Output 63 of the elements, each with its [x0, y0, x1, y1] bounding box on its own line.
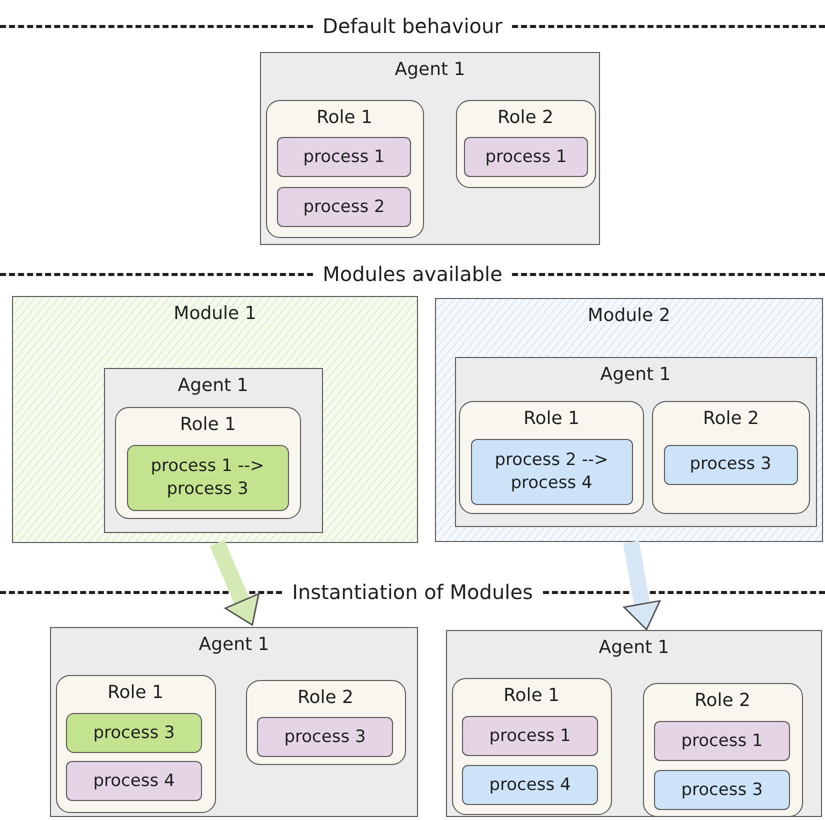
role-box — [56, 674, 216, 812]
role-box — [266, 100, 424, 238]
box-heading: Role 2 — [702, 408, 760, 429]
process-box — [66, 713, 202, 753]
process-label: process 3 — [283, 726, 367, 748]
section-heading: Modules available — [322, 262, 502, 286]
box-heading: Agent 1 — [176, 374, 250, 396]
process-box — [462, 765, 598, 805]
box-heading: Role 1 — [179, 414, 237, 435]
process-box — [257, 717, 393, 757]
role-box — [652, 401, 810, 514]
process-label: process 3 — [688, 453, 772, 476]
box-heading: Role 1 — [502, 684, 560, 706]
process-box — [464, 137, 588, 177]
agent-box — [446, 630, 822, 817]
box-heading: Role 2 — [296, 686, 354, 708]
box-heading: Module 1 — [172, 303, 258, 324]
agent-box — [260, 52, 600, 245]
process-label: process 1 — [680, 730, 764, 752]
process-label: process 3 — [92, 722, 176, 744]
process-box — [462, 716, 598, 756]
agent-box — [104, 368, 322, 532]
box-heading: Agent 1 — [599, 364, 672, 384]
process-box — [277, 187, 411, 227]
process-label: process 2 — [302, 196, 386, 218]
agent-box — [454, 356, 816, 526]
box-heading: Agent 1 — [394, 59, 466, 80]
block-arrow — [623, 540, 661, 630]
agent-box — [50, 627, 418, 817]
box-heading: Role 1 — [522, 408, 580, 429]
role-box — [456, 100, 596, 188]
box-heading: Role 1 — [316, 106, 374, 128]
box-heading: Module 2 — [586, 305, 672, 326]
box-heading: Agent 1 — [198, 634, 270, 655]
process-label: process 1 — [302, 146, 386, 168]
module-box — [435, 298, 823, 542]
box-heading: Role 1 — [106, 682, 164, 702]
role-box — [459, 401, 644, 514]
process-label: process 4 — [488, 774, 572, 796]
process-box — [654, 770, 790, 810]
process-label: process 1 --> process 3 — [150, 455, 266, 500]
process-box — [654, 721, 790, 761]
module-box — [12, 296, 418, 543]
role-box — [115, 407, 301, 519]
process-box — [277, 137, 411, 177]
process-box — [66, 761, 202, 801]
process-label: process 2 --> process 4 — [494, 449, 610, 494]
block-arrow — [210, 540, 260, 626]
process-label: process 3 — [680, 778, 764, 802]
process-label: process 4 — [92, 770, 176, 792]
section-heading: Instantiation of Modules — [292, 580, 533, 604]
role-box — [246, 680, 406, 764]
role-box — [642, 682, 802, 816]
process-label: process 1 — [488, 724, 572, 748]
process-box — [664, 444, 798, 484]
section-heading: Default behaviour — [322, 14, 502, 38]
box-heading: Role 2 — [694, 690, 752, 710]
process-box — [126, 444, 288, 510]
role-box — [452, 678, 612, 814]
box-heading: Role 2 — [496, 106, 554, 128]
box-heading: Agent 1 — [598, 637, 670, 658]
process-label: process 1 — [484, 146, 568, 168]
process-box — [470, 438, 632, 504]
